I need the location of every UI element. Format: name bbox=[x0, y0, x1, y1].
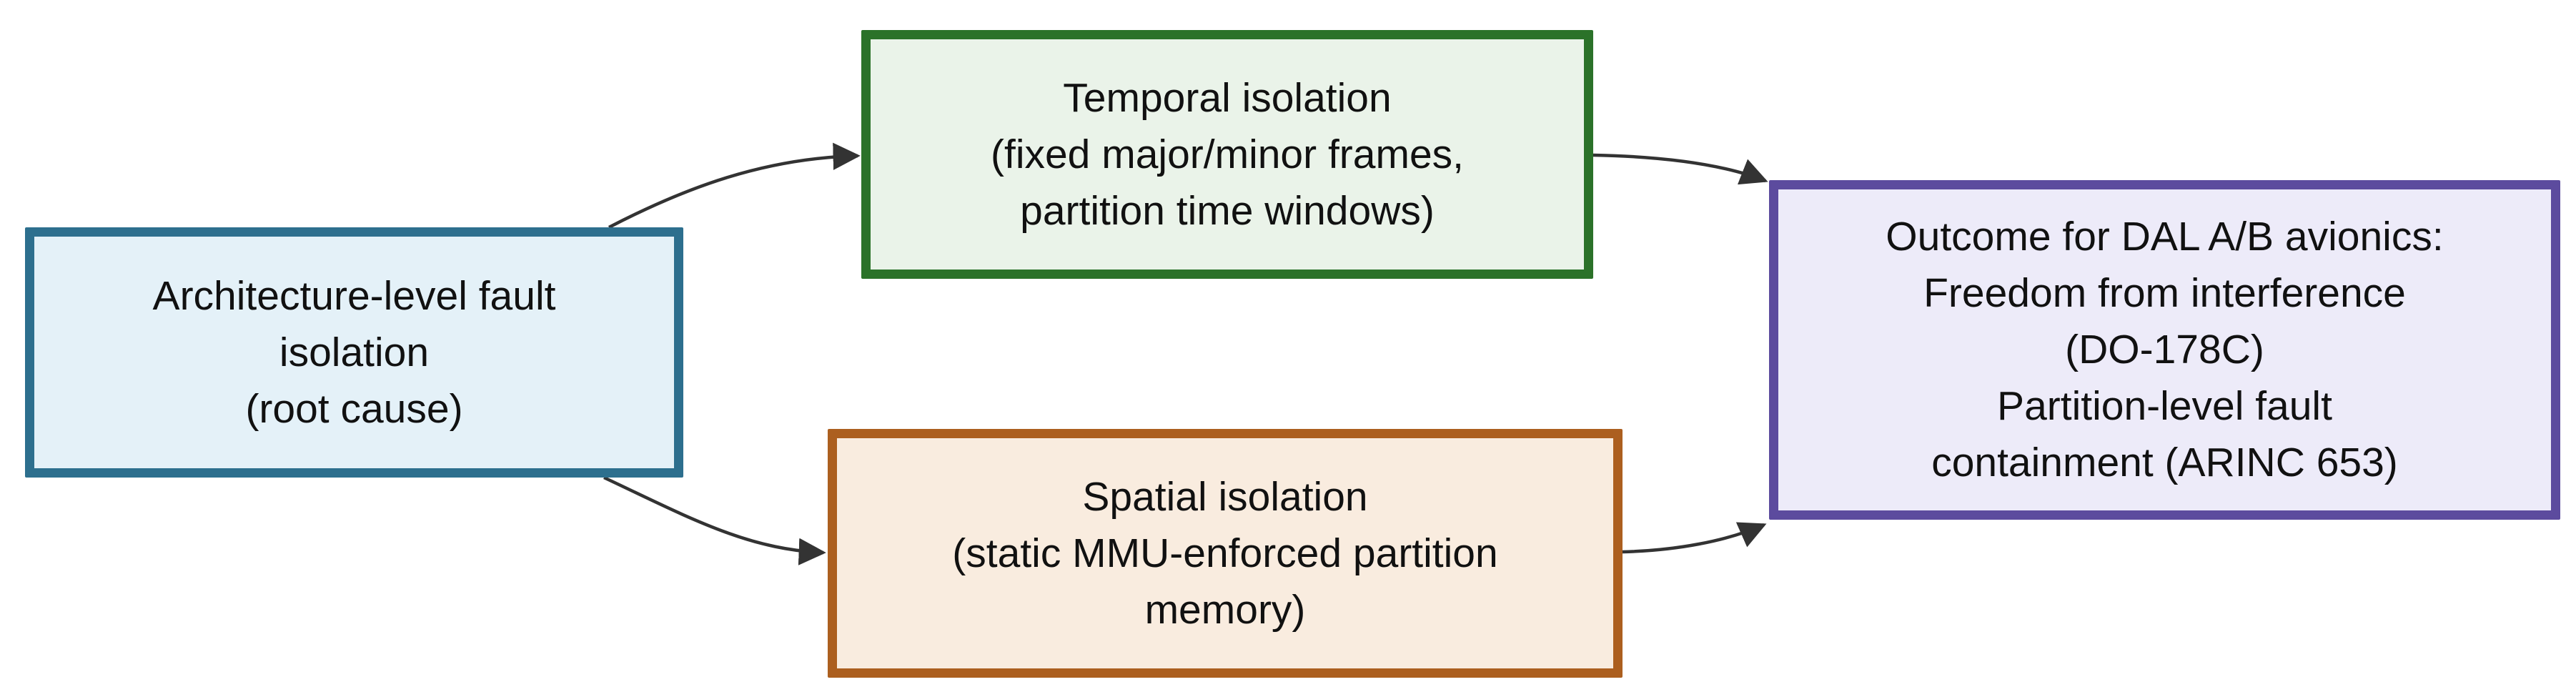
edge-temporal-to-outcome bbox=[1592, 153, 1768, 185]
edge-root-to-spatial bbox=[603, 475, 826, 565]
node-outcome-dal-avionics-label: Outcome for DAL A/B avionics: Freedom fr… bbox=[1886, 214, 2444, 485]
node-spatial-isolation: Spatial isolation (static MMU-enforced p… bbox=[828, 429, 1623, 678]
node-architecture-fault-isolation: Architecture-level fault isolation (root… bbox=[25, 227, 683, 478]
node-spatial-isolation-label: Spatial isolation (static MMU-enforced p… bbox=[952, 473, 1498, 633]
edge-spatial-to-outcome bbox=[1622, 522, 1767, 554]
node-outcome-dal-avionics: Outcome for DAL A/B avionics: Freedom fr… bbox=[1769, 180, 2560, 520]
edge-root-to-temporal bbox=[608, 142, 861, 229]
node-architecture-fault-isolation-label: Architecture-level fault isolation (root… bbox=[152, 272, 556, 432]
node-temporal-isolation-label: Temporal isolation (fixed major/minor fr… bbox=[991, 74, 1464, 234]
node-temporal-isolation: Temporal isolation (fixed major/minor fr… bbox=[861, 30, 1593, 279]
